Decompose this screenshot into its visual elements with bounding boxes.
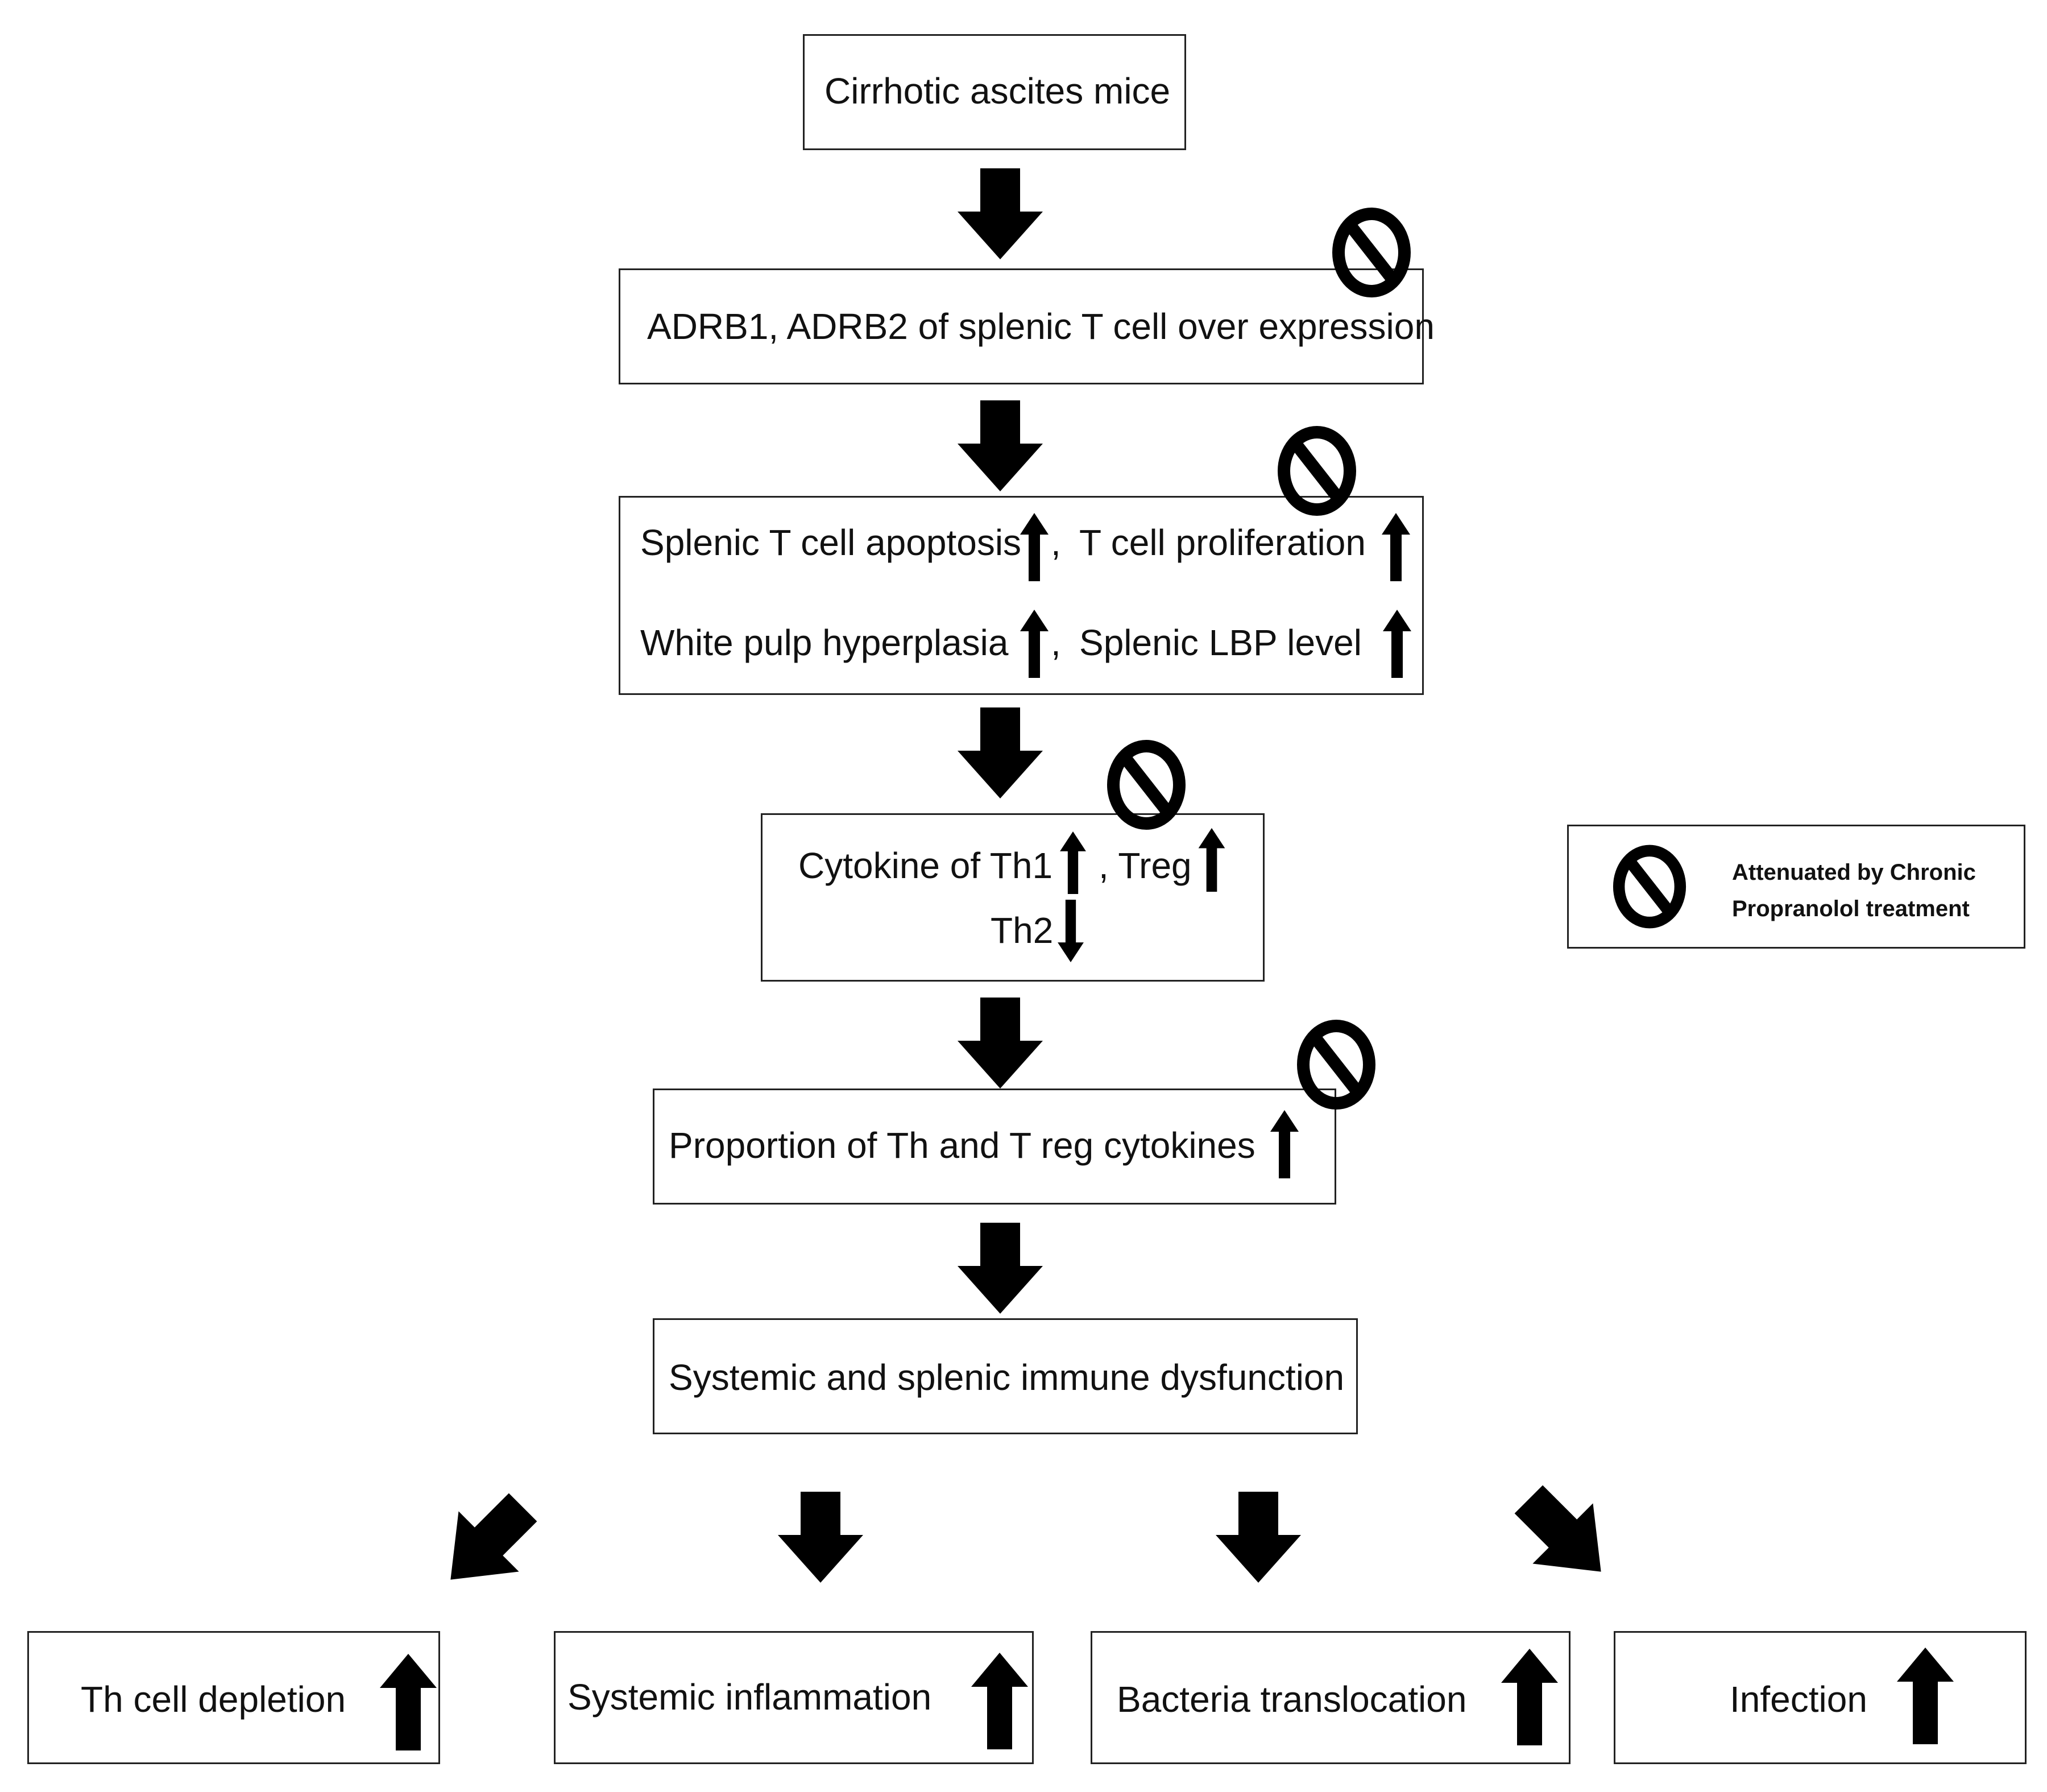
flow-arrow-2 xyxy=(958,400,1043,491)
box-start xyxy=(803,34,1186,150)
flow-arrow-3 xyxy=(958,707,1043,798)
up-arrow-apoptosis xyxy=(1020,513,1049,581)
start-label: Cirrhotic ascites mice xyxy=(824,71,1171,111)
prohibition-icon-step4 xyxy=(1303,1026,1369,1103)
box-outcome-3 xyxy=(1091,1631,1571,1764)
up-arrow-outcome-3 xyxy=(1501,1649,1558,1745)
outcome-arrow-2 xyxy=(778,1492,863,1583)
step2-line2b: Splenic LBP level xyxy=(1079,622,1362,663)
step5-label: Systemic and splenic immune dysfunction xyxy=(669,1357,1345,1398)
box-step1 xyxy=(619,268,1424,384)
box-outcome-2 xyxy=(554,1631,1034,1764)
box-outcome-1 xyxy=(27,1631,440,1764)
up-arrow-lbp xyxy=(1383,610,1411,678)
box-outcome-4 xyxy=(1614,1631,2027,1764)
step3-part3: Th2 xyxy=(991,910,1054,951)
outcome-3-label: Bacteria translocation xyxy=(1117,1679,1467,1720)
up-arrow-th1 xyxy=(1060,831,1086,894)
step3-part2: , Treg xyxy=(1099,845,1192,886)
up-arrow-outcome-1 xyxy=(380,1654,437,1750)
outcome-2-label: Systemic inflammation xyxy=(567,1677,932,1717)
up-arrow-outcome-4 xyxy=(1897,1648,1954,1744)
box-step5 xyxy=(653,1318,1358,1434)
prohibition-icon-step3 xyxy=(1113,746,1179,823)
step3-part1: Cytokine of Th1 xyxy=(798,845,1053,886)
flow-arrow-1 xyxy=(958,168,1043,259)
up-arrow-proliferation xyxy=(1382,513,1410,581)
up-arrow-treg xyxy=(1198,828,1225,892)
outcome-4-label: Infection xyxy=(1730,1679,1867,1720)
outcome-arrow-4 xyxy=(1514,1485,1601,1572)
box-step4 xyxy=(653,1089,1336,1205)
legend-prohibition-icon xyxy=(1619,851,1680,922)
step2-line2a: White pulp hyperplasia xyxy=(640,622,1009,663)
up-arrow-proportion xyxy=(1270,1110,1299,1178)
legend-line2: Propranolol treatment xyxy=(1732,896,1970,921)
step1-label: ADRB1, ADRB2 of splenic T cell over expr… xyxy=(647,306,1435,347)
box-step2 xyxy=(619,496,1424,695)
legend-line1: Attenuated by Chronic xyxy=(1732,860,1976,885)
flow-arrow-4 xyxy=(958,998,1043,1089)
step4-label: Proportion of Th and T reg cytokines xyxy=(669,1125,1255,1166)
prohibition-icon-step1 xyxy=(1339,214,1404,291)
outcome-arrow-3 xyxy=(1216,1492,1301,1583)
step2-line1a: Splenic T cell apoptosis xyxy=(640,522,1022,563)
step2-comma1: , xyxy=(1051,522,1061,563)
step2-line1b: T cell proliferation xyxy=(1079,522,1366,563)
down-arrow-th2 xyxy=(1058,900,1084,962)
up-arrow-outcome-2 xyxy=(971,1653,1028,1749)
step2-comma2: , xyxy=(1051,622,1061,663)
flow-arrow-5 xyxy=(958,1223,1043,1314)
outcome-arrow-1 xyxy=(450,1493,537,1580)
prohibition-icon-step2 xyxy=(1284,432,1350,510)
up-arrow-white-pulp xyxy=(1020,610,1049,678)
box-step3 xyxy=(761,813,1265,982)
outcome-1-label: Th cell depletion xyxy=(81,1679,346,1720)
